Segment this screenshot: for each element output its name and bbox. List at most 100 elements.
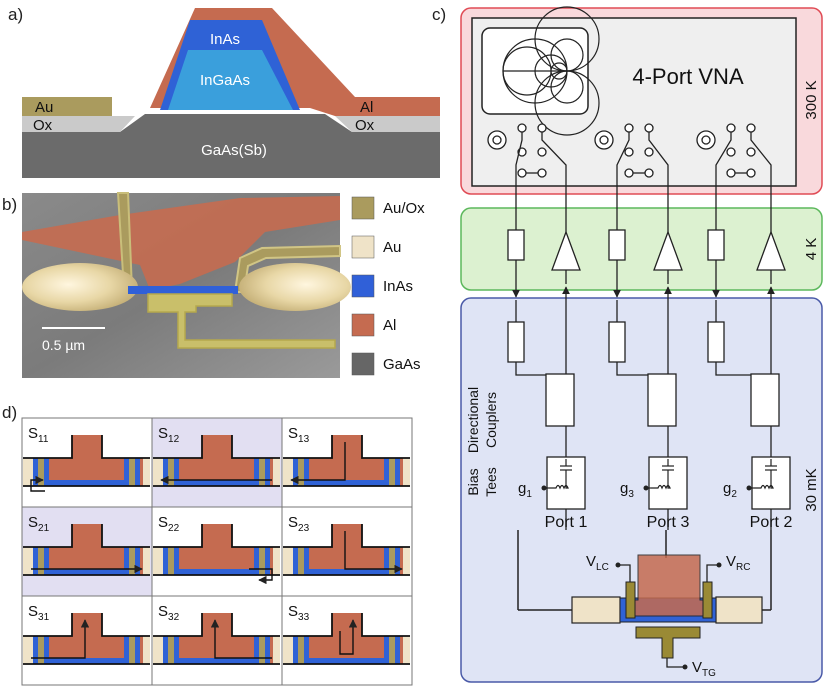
panel-a: a) InAs InGaAs Au Ox Al Ox GaAs(Sb) — [8, 5, 440, 178]
sem-au-contact-left — [22, 263, 138, 311]
sem-top-gate — [147, 293, 336, 349]
directional-label-1: Directional — [465, 387, 481, 453]
bias-tees-label-2: Tees — [483, 467, 499, 497]
vna-title: 4-Port VNA — [632, 64, 744, 89]
directional-coupler — [545, 373, 575, 427]
s-parameter-label: S21 — [28, 514, 50, 534]
port-label: Port 2 — [750, 514, 793, 531]
attenuator-4k — [707, 229, 725, 261]
stage-4k — [460, 207, 823, 291]
label-inas: InAs — [210, 31, 240, 48]
oxide-layer-left — [22, 116, 135, 132]
legend-swatch — [351, 313, 375, 337]
panel-label-b: b) — [2, 195, 17, 214]
gate-label: g3 — [620, 480, 634, 500]
vtg-label: VTG — [692, 659, 716, 679]
signal-path-arrow — [339, 619, 358, 655]
s-parameter-cell: S22 — [151, 506, 283, 597]
directional-coupler — [750, 373, 780, 427]
s-parameter-label: S13 — [288, 425, 310, 445]
device-top-gate — [635, 626, 701, 659]
smith-chart-icon — [502, 6, 600, 136]
vrc-label: VRC — [726, 553, 750, 573]
device-left-cutter-gate — [625, 581, 636, 619]
attenuator-mk — [608, 321, 626, 363]
s-parameter-cell: S21 — [21, 506, 153, 597]
s-parameter-label: S22 — [158, 514, 180, 534]
panel-label-d: d) — [2, 403, 17, 422]
signal-path-arrow — [249, 568, 273, 585]
legend-swatch — [351, 352, 375, 376]
signal-path-arrow — [344, 531, 403, 574]
s-parameter-cell: S12 — [151, 417, 283, 508]
vlc-label: VLC — [586, 553, 609, 573]
attenuator-4k — [608, 229, 626, 261]
attenuator-mk — [507, 321, 525, 363]
directional-label-2: Couplers — [483, 392, 499, 448]
legend-swatch — [351, 274, 375, 298]
label-ox-right: Ox — [355, 117, 375, 134]
signal-path-arrow — [31, 619, 90, 659]
label-al: Al — [360, 99, 373, 116]
bias-tees-label-1: Bias — [465, 468, 481, 495]
s-parameter-label: S33 — [288, 603, 310, 623]
s-parameter-cell: S31 — [21, 595, 153, 686]
legend-label: GaAs — [383, 356, 421, 373]
panel-label-c: c) — [432, 5, 446, 24]
s-parameter-cell: S23 — [281, 506, 413, 597]
legend-label: Au — [383, 239, 401, 256]
oxide-layer-right — [335, 116, 440, 132]
temp-label-4k: 4 K — [803, 238, 820, 261]
s-parameter-cell: S11 — [21, 417, 153, 508]
attenuator-mk — [707, 321, 725, 363]
legend-swatch — [351, 196, 375, 220]
legend-label: InAs — [383, 278, 413, 295]
signal-path-arrow — [30, 475, 45, 492]
device-contact-right — [715, 596, 763, 624]
gate-label: g1 — [518, 480, 532, 500]
panel-label-a: a) — [8, 5, 23, 24]
temp-label-30mk: 30 mK — [803, 468, 820, 511]
label-ingaas: InGaAs — [200, 72, 250, 89]
device-right-cutter-gate — [702, 581, 713, 619]
device-schematic — [517, 530, 772, 670]
legend-label: Al — [383, 317, 396, 334]
s-parameter-cell: S32 — [151, 595, 283, 686]
attenuator-4k — [507, 229, 525, 261]
label-au: Au — [35, 99, 53, 116]
sem-al-film — [22, 196, 340, 290]
signal-path-arrow — [210, 619, 272, 659]
gaas-substrate — [22, 114, 440, 178]
s-parameter-label: S12 — [158, 425, 180, 445]
port-label: Port 1 — [545, 514, 588, 531]
legend-label: Au/Ox — [383, 200, 425, 217]
s-parameter-cell: S13 — [281, 417, 413, 508]
panel-b: b) 0.5 µm — [2, 192, 351, 378]
sem-au-contact-right — [239, 263, 351, 311]
s-parameter-label: S23 — [288, 514, 310, 534]
s-parameter-label: S31 — [28, 603, 50, 623]
s-parameter-label: S32 — [158, 603, 180, 623]
port-label: Port 3 — [647, 514, 690, 531]
gold-contact-block — [22, 97, 112, 116]
sem-inas-channel — [128, 286, 238, 294]
device-contact-left — [571, 596, 621, 624]
signal-path-arrow — [290, 442, 346, 485]
legend-swatch — [351, 235, 375, 259]
scale-bar-label: 0.5 µm — [42, 337, 85, 353]
temp-label-300k: 300 K — [803, 80, 820, 119]
label-substrate: GaAs(Sb) — [201, 142, 267, 159]
directional-coupler — [647, 373, 677, 427]
label-ox-left: Ox — [33, 117, 53, 134]
ingaas-core — [168, 50, 293, 110]
device-al-island — [629, 554, 709, 617]
s-parameter-label: S11 — [28, 425, 49, 445]
gate-label: g2 — [723, 480, 737, 500]
